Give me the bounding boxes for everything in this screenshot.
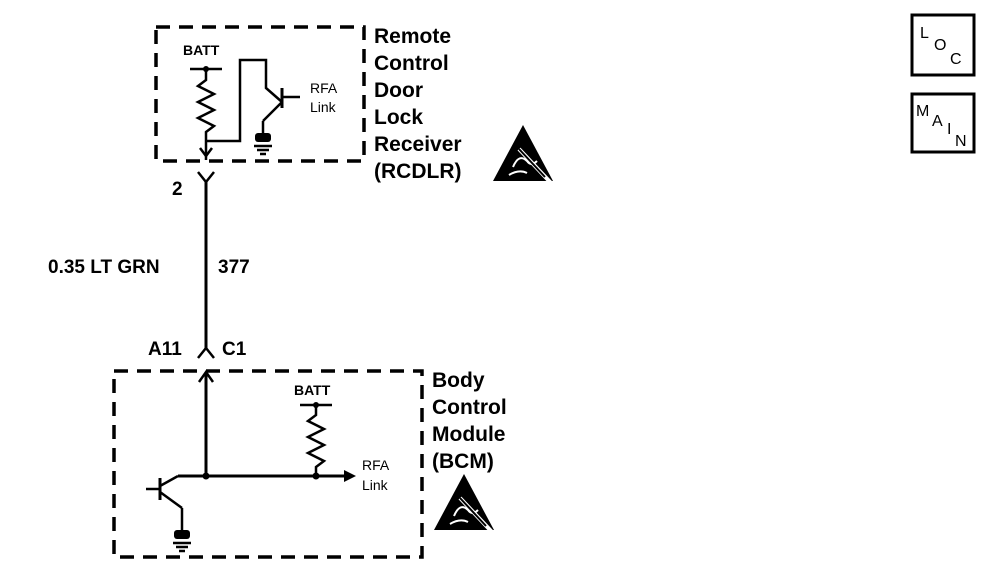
rcdlr-link-label: Link xyxy=(310,99,337,115)
rcdlr-module: BATT RFA Link Remote Control Door xyxy=(154,25,555,185)
bcm-label-line-1: Body xyxy=(432,369,485,392)
rcdlr-transistor xyxy=(206,58,300,143)
main-button[interactable]: M A I N xyxy=(910,92,976,154)
rcdlr-label-line-1: Remote xyxy=(374,25,451,48)
bcm-connector-pin-icon xyxy=(197,345,215,359)
bcm-rfa-label: RFA xyxy=(362,457,390,473)
bcm-name-block: Body Control Module (BCM) xyxy=(432,369,507,473)
rcdlr-label-line-2: Control xyxy=(374,52,449,75)
circuit-wire: 2 0.35 LT GRN 377 A11 C1 xyxy=(48,171,250,360)
main-letter-2: A xyxy=(932,113,943,130)
bcm-label-line-3: Module xyxy=(432,423,506,446)
rcdlr-label-line-5: Receiver xyxy=(374,133,462,156)
rcdlr-output-arrow xyxy=(199,147,213,159)
bcm-link-line xyxy=(178,470,356,482)
rcdlr-ground-icon xyxy=(254,133,272,156)
bcm-connector-id: C1 xyxy=(222,339,247,360)
bcm-pin-number: A11 xyxy=(148,339,182,360)
bcm-dashed-boundary xyxy=(112,369,424,559)
bcm-pullup-resistor xyxy=(300,402,332,476)
rcdlr-label-line-3: Door xyxy=(374,79,423,102)
rcdlr-dashed-boundary xyxy=(154,25,366,163)
bcm-link-label: Link xyxy=(362,477,389,493)
bcm-label-line-2: Control xyxy=(432,396,507,419)
bcm-ground-icon xyxy=(173,530,191,553)
loc-letter-2: O xyxy=(934,37,946,54)
rcdlr-rfa-label: RFA xyxy=(310,80,338,96)
bcm-module: BATT RFA Link Body Cont xyxy=(112,369,507,559)
bcm-link-arrow-icon xyxy=(344,470,356,482)
main-letter-3: I xyxy=(947,121,951,138)
rcdlr-esd-warning-icon xyxy=(491,123,555,185)
rcdlr-batt-label: BATT xyxy=(183,42,220,58)
bcm-transistor xyxy=(146,474,184,530)
bcm-batt-label: BATT xyxy=(294,382,331,398)
rcdlr-pullup-resistor xyxy=(190,66,222,160)
main-letter-1: M xyxy=(916,103,929,120)
rcdlr-name-block: Remote Control Door Lock Receiver (RCDLR… xyxy=(374,25,462,183)
main-letter-4: N xyxy=(955,133,967,150)
circuit-number: 377 xyxy=(218,257,250,278)
wire-color-spec: 0.35 LT GRN xyxy=(48,257,160,278)
rcdlr-label-line-4: Lock xyxy=(374,106,423,129)
loc-letter-1: L xyxy=(920,25,929,42)
rcdlr-label-line-6: (RCDLR) xyxy=(374,160,461,183)
loc-button[interactable]: L O C xyxy=(910,13,976,77)
bcm-label-line-4: (BCM) xyxy=(432,450,494,473)
loc-letter-3: C xyxy=(950,51,962,68)
rcdlr-pin-number: 2 xyxy=(172,179,183,200)
